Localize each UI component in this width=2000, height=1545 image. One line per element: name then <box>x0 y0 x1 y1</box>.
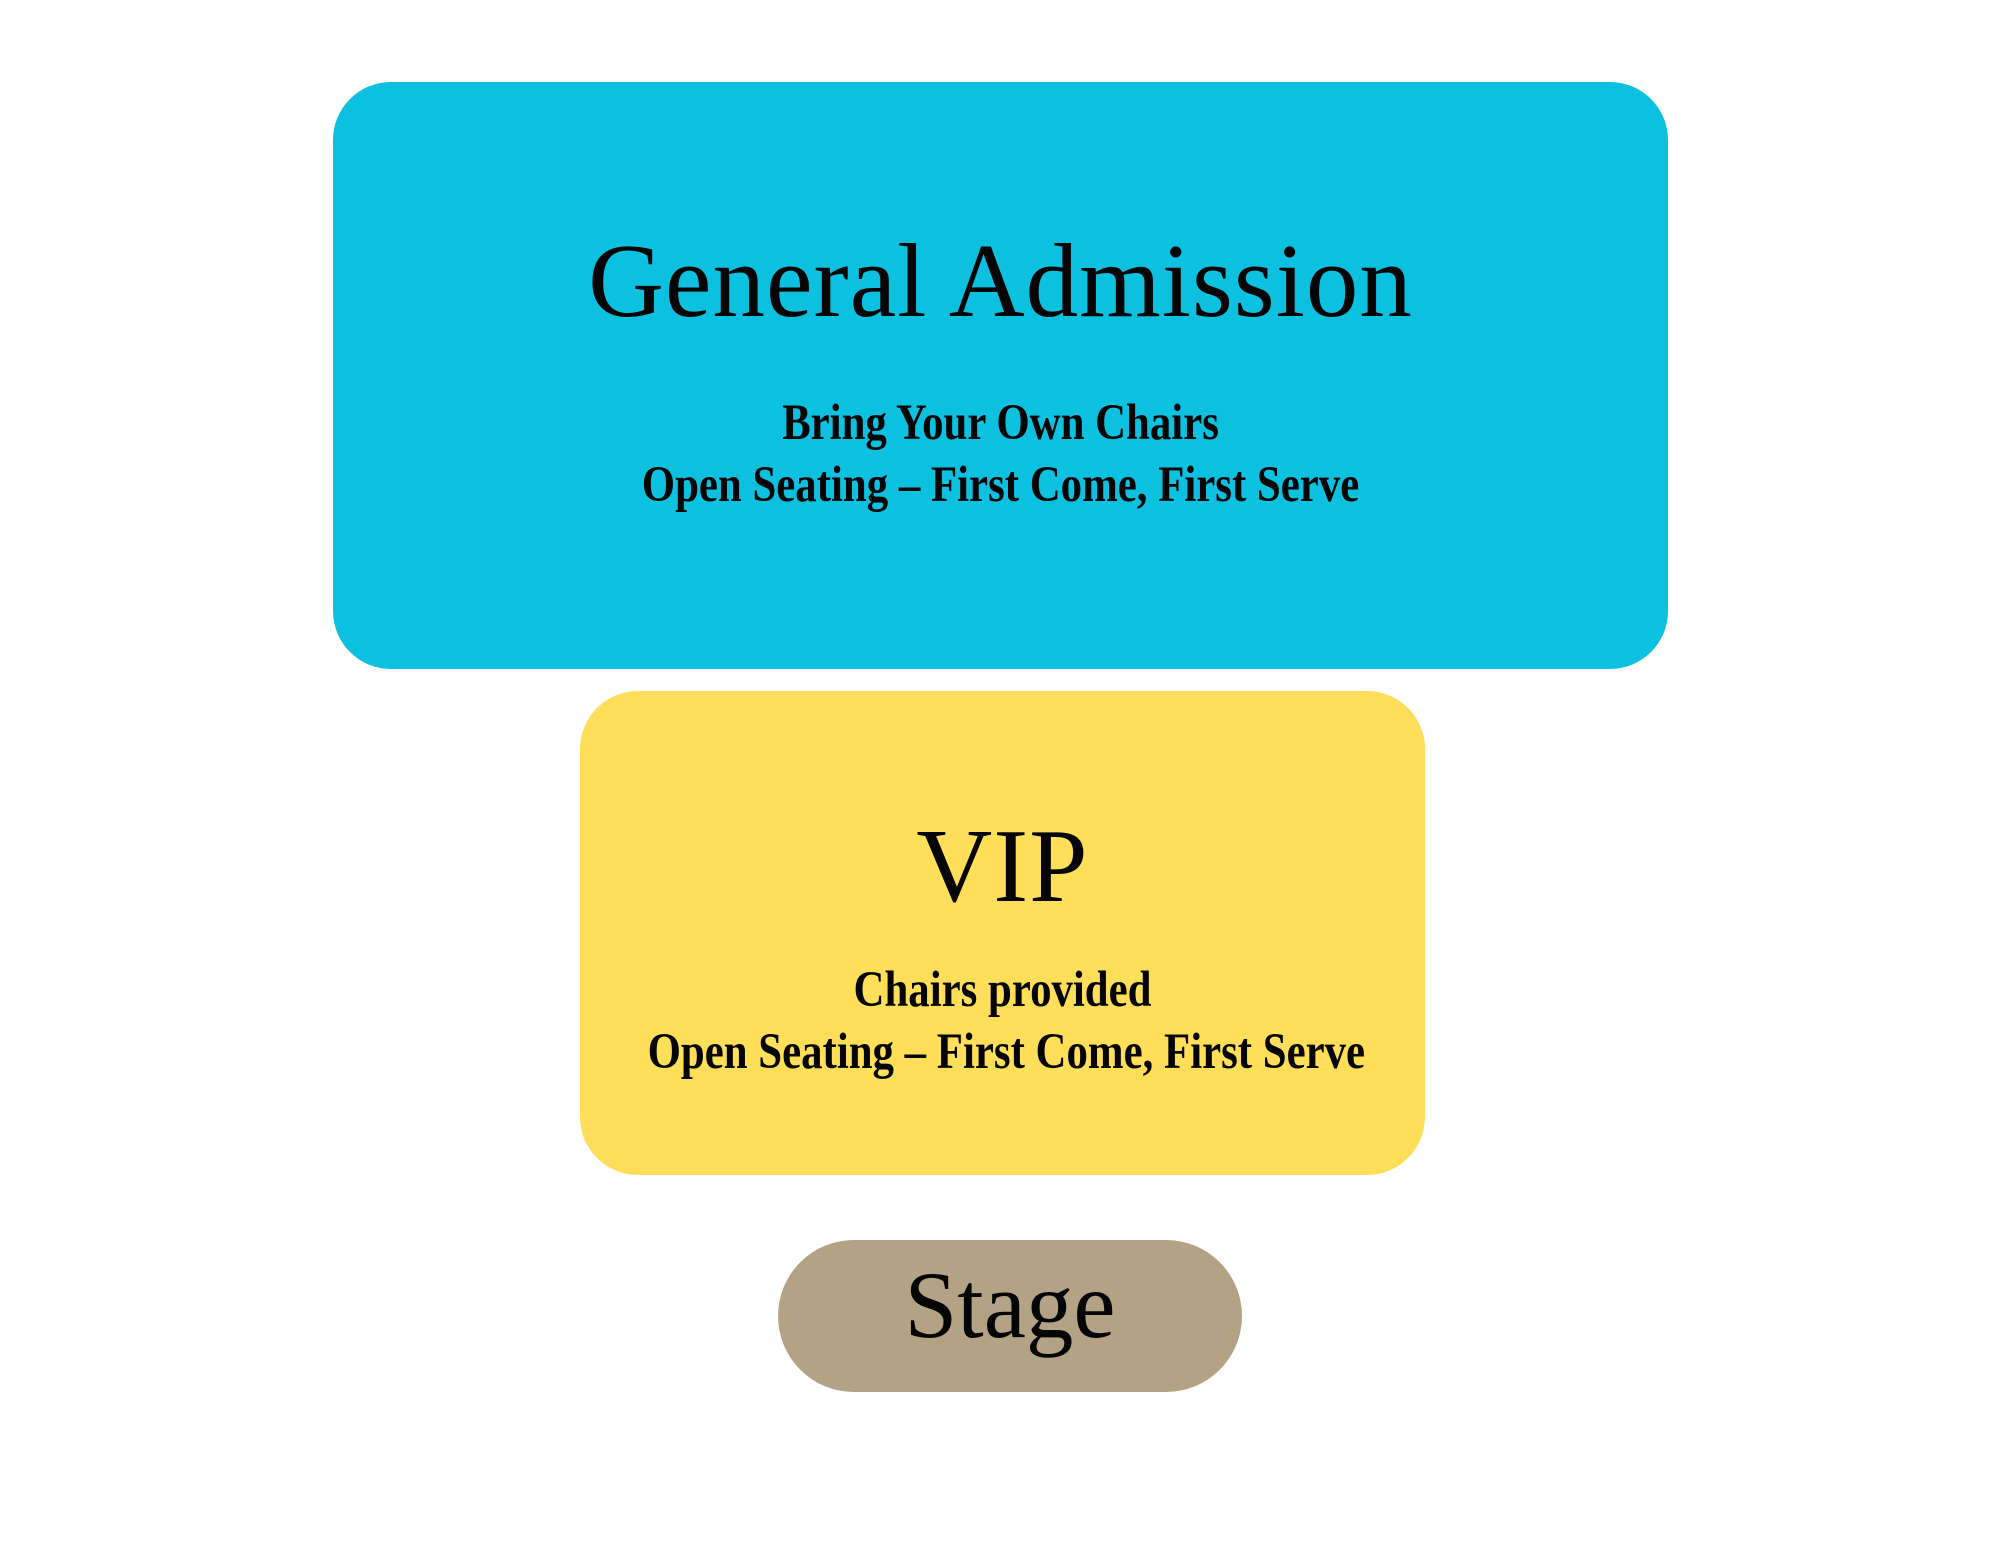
section-vip: VIP Chairs provided Open Seating – First… <box>580 691 1425 1175</box>
section-general-admission: General Admission Bring Your Own Chairs … <box>333 82 1668 669</box>
vip-details: Chairs provided Open Seating – First Com… <box>580 959 1425 1083</box>
general-admission-title: General Admission <box>588 222 1413 339</box>
general-admission-detail-line1: Bring Your Own Chairs <box>782 395 1219 451</box>
vip-detail-line1: Chairs provided <box>853 962 1152 1018</box>
vip-detail-line2: Open Seating – First Come, First Serve <box>647 1024 1366 1080</box>
stage-title: Stage <box>904 1252 1116 1358</box>
section-stage: Stage <box>778 1240 1242 1392</box>
vip-title: VIP <box>916 807 1089 924</box>
general-admission-details: Bring Your Own Chairs Open Seating – Fir… <box>333 392 1668 516</box>
general-admission-detail-line2: Open Seating – First Come, First Serve <box>641 457 1360 513</box>
